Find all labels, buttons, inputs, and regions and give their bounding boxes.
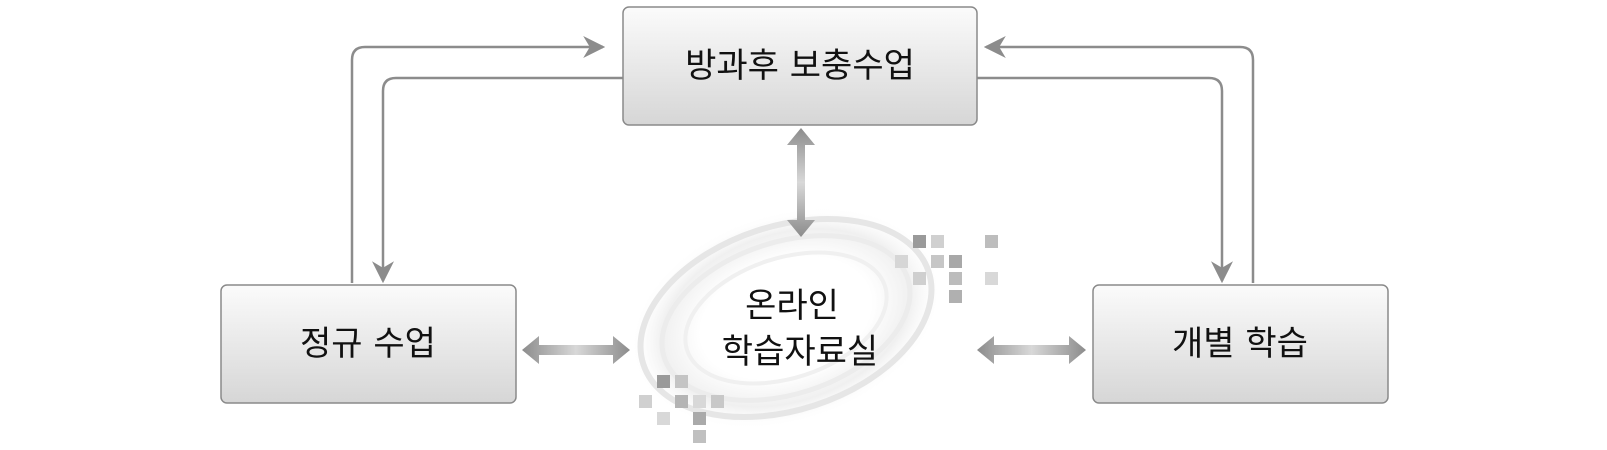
top-to-right-arrow: [977, 76, 1233, 284]
node-top-box: 방과후 보충수업: [622, 6, 978, 126]
vertical-double-arrow-icon: [787, 128, 815, 237]
node-left-label: 정규 수업: [300, 324, 436, 364]
right-double-arrow-icon: [977, 336, 1086, 364]
left-to-top-arrow: [350, 36, 606, 283]
left-double-arrow-icon: [522, 336, 630, 364]
node-top-label: 방과후 보충수업: [685, 46, 915, 86]
top-to-left-arrow: [372, 76, 623, 284]
arrow-connector-icon: [350, 36, 1255, 284]
center-label-line2: 학습자료실: [722, 332, 878, 372]
node-right-box: 개별 학습: [1092, 284, 1389, 404]
pixel-mosaic-icon: [639, 235, 998, 443]
node-left-box: 정규 수업: [220, 284, 517, 404]
center-node: 온라인 학습자료실: [722, 286, 878, 372]
center-ripple: [630, 206, 942, 430]
node-right-label: 개별 학습: [1172, 324, 1308, 364]
center-label-line1: 온라인: [745, 286, 839, 326]
right-to-top-arrow: [983, 36, 1255, 283]
